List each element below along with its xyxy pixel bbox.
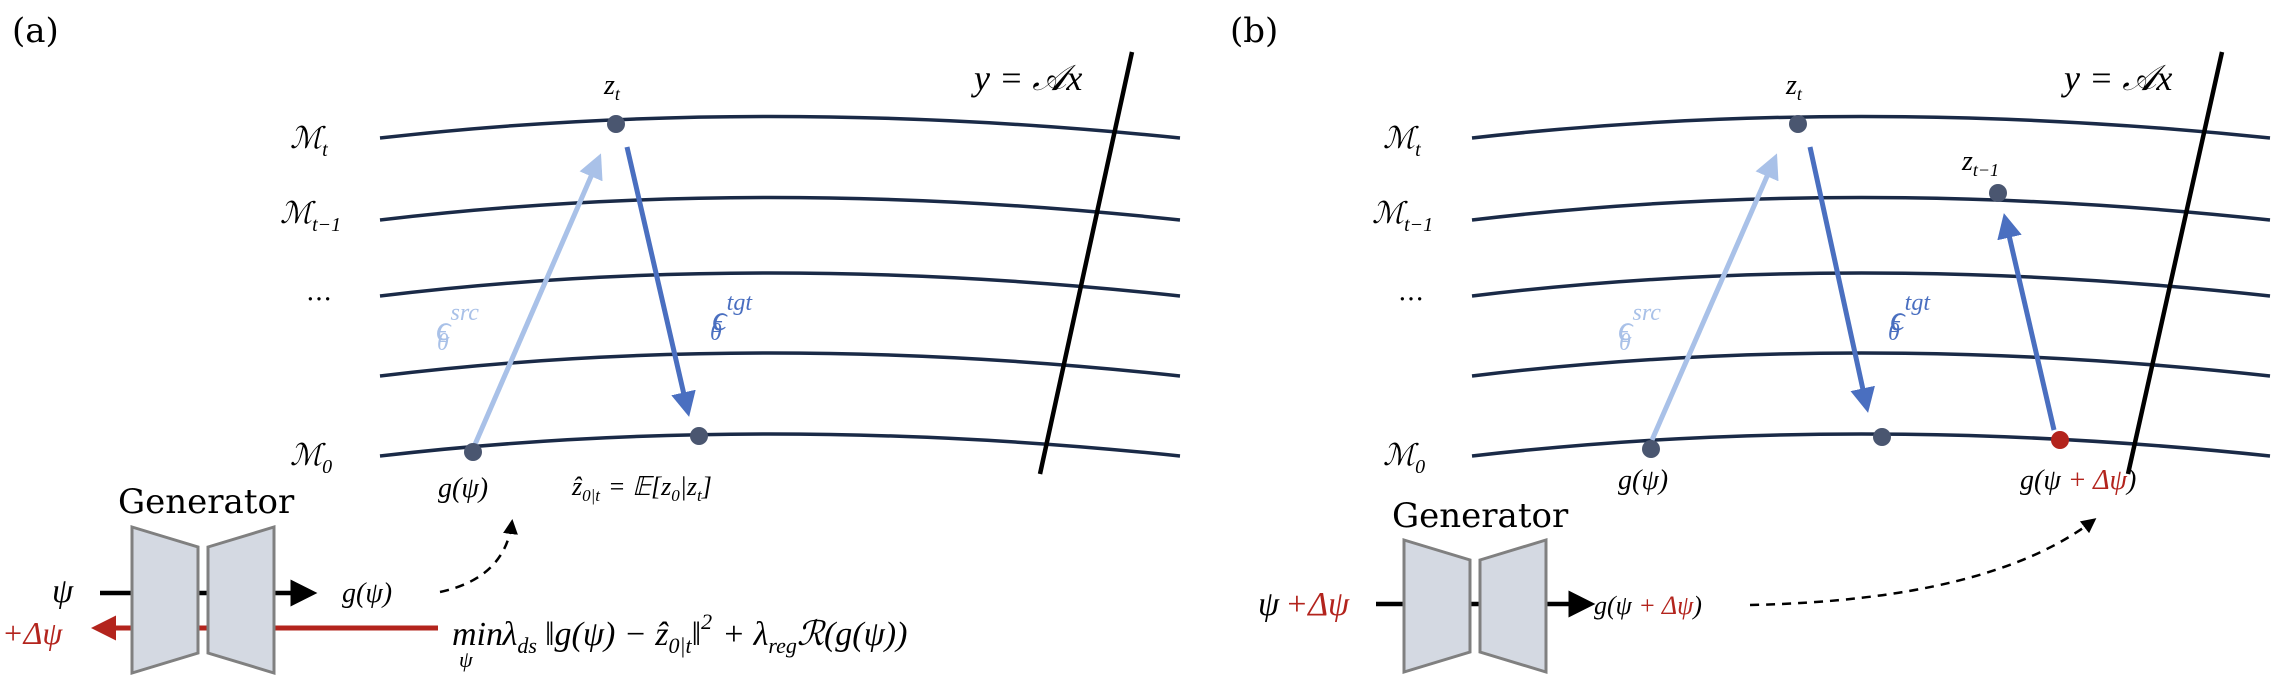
- manifold-mid-curve: [379, 351, 1181, 378]
- manifold-label-t1-b: ℳt−1: [1372, 197, 1433, 236]
- zhat-point-b: [1873, 428, 1891, 446]
- g-psi-point-b: [1642, 440, 1660, 458]
- manifold-t1-curve-b: [1471, 195, 2271, 222]
- manifold-curves-b: [1471, 114, 2271, 458]
- manifold-curves-a: [379, 114, 1181, 458]
- encoder-block-a: [130, 524, 200, 676]
- manifold-0-curve: [379, 432, 1181, 458]
- g-delta-out-label-b: g(ψ + Δψ): [1594, 591, 1702, 620]
- delta-psi-label-a: +Δψ: [2, 615, 63, 651]
- manifold-t-curve-b: [1471, 114, 2271, 140]
- zt1-point-b: [1989, 184, 2007, 202]
- g-delta-label-b: g(ψ + Δψ): [2020, 465, 2136, 496]
- decoder-block-a: [206, 524, 276, 676]
- zt-label: zt: [603, 70, 621, 104]
- generator-label-b: Generator: [1392, 496, 1569, 536]
- constraint-line-b: [2125, 51, 2225, 475]
- constraint-label-b: y = 𝒜x: [2061, 58, 2172, 98]
- generator-label-a: Generator: [118, 482, 295, 522]
- eps-src-arrow: [470, 153, 603, 450]
- g-psi-dashed-arrow: [439, 519, 518, 594]
- zt-label-b: zt: [1785, 70, 1803, 104]
- zt1-label-b: zt−1: [1961, 146, 1999, 180]
- constraint-label-a: y = 𝒜x: [971, 58, 1082, 98]
- manifold-t1-curve: [379, 195, 1181, 222]
- manifold-label-dots: …: [306, 277, 332, 307]
- zhat-point: [690, 427, 708, 445]
- manifold-label-t-b: ℳt: [1383, 122, 1421, 161]
- manifold-label-dots-b: …: [1398, 277, 1424, 307]
- eps-tgt-arrow: [624, 146, 696, 417]
- decoder-block-b: [1478, 537, 1548, 675]
- zt-point-b: [1789, 115, 1807, 133]
- psi-label-b: ψ+Δψ: [1258, 586, 1350, 623]
- resample-arrow-b: [1997, 213, 2057, 431]
- psi-label-a: ψ: [52, 573, 74, 610]
- manifold-dots-curve-b: [1471, 271, 2271, 298]
- eps-tgt-arrow-b: [1807, 146, 1875, 413]
- zt-point: [607, 115, 625, 133]
- constraint-line-a: [1037, 51, 1135, 475]
- zhat-label: ẑ0|t= 𝔼[z0|zt]: [571, 472, 712, 505]
- g-psi-out-label: g(ψ): [342, 578, 392, 609]
- eps-src-arrow-b: [1649, 153, 1779, 441]
- g-psi-label-b: g(ψ): [1618, 465, 1668, 496]
- panel-a-label: (a): [12, 11, 59, 51]
- g-delta-point-b: [2051, 431, 2069, 449]
- manifold-label-0-b: ℳ0: [1383, 439, 1425, 478]
- panel-b-label: (b): [1230, 11, 1278, 51]
- manifold-label-t: ℳt: [290, 122, 328, 161]
- manifold-dots-curve: [379, 271, 1181, 298]
- manifold-label-t1: ℳt−1: [280, 197, 341, 236]
- encoder-block-b: [1402, 537, 1472, 675]
- g-psi-point: [464, 443, 482, 461]
- manifold-t-curve: [379, 114, 1181, 140]
- manifold-label-0: ℳ0: [290, 439, 332, 478]
- g-psi-label: g(ψ): [438, 473, 488, 504]
- manifold-0-curve-b: [1471, 432, 2271, 458]
- g-delta-dashed-arrow: [1749, 518, 2097, 607]
